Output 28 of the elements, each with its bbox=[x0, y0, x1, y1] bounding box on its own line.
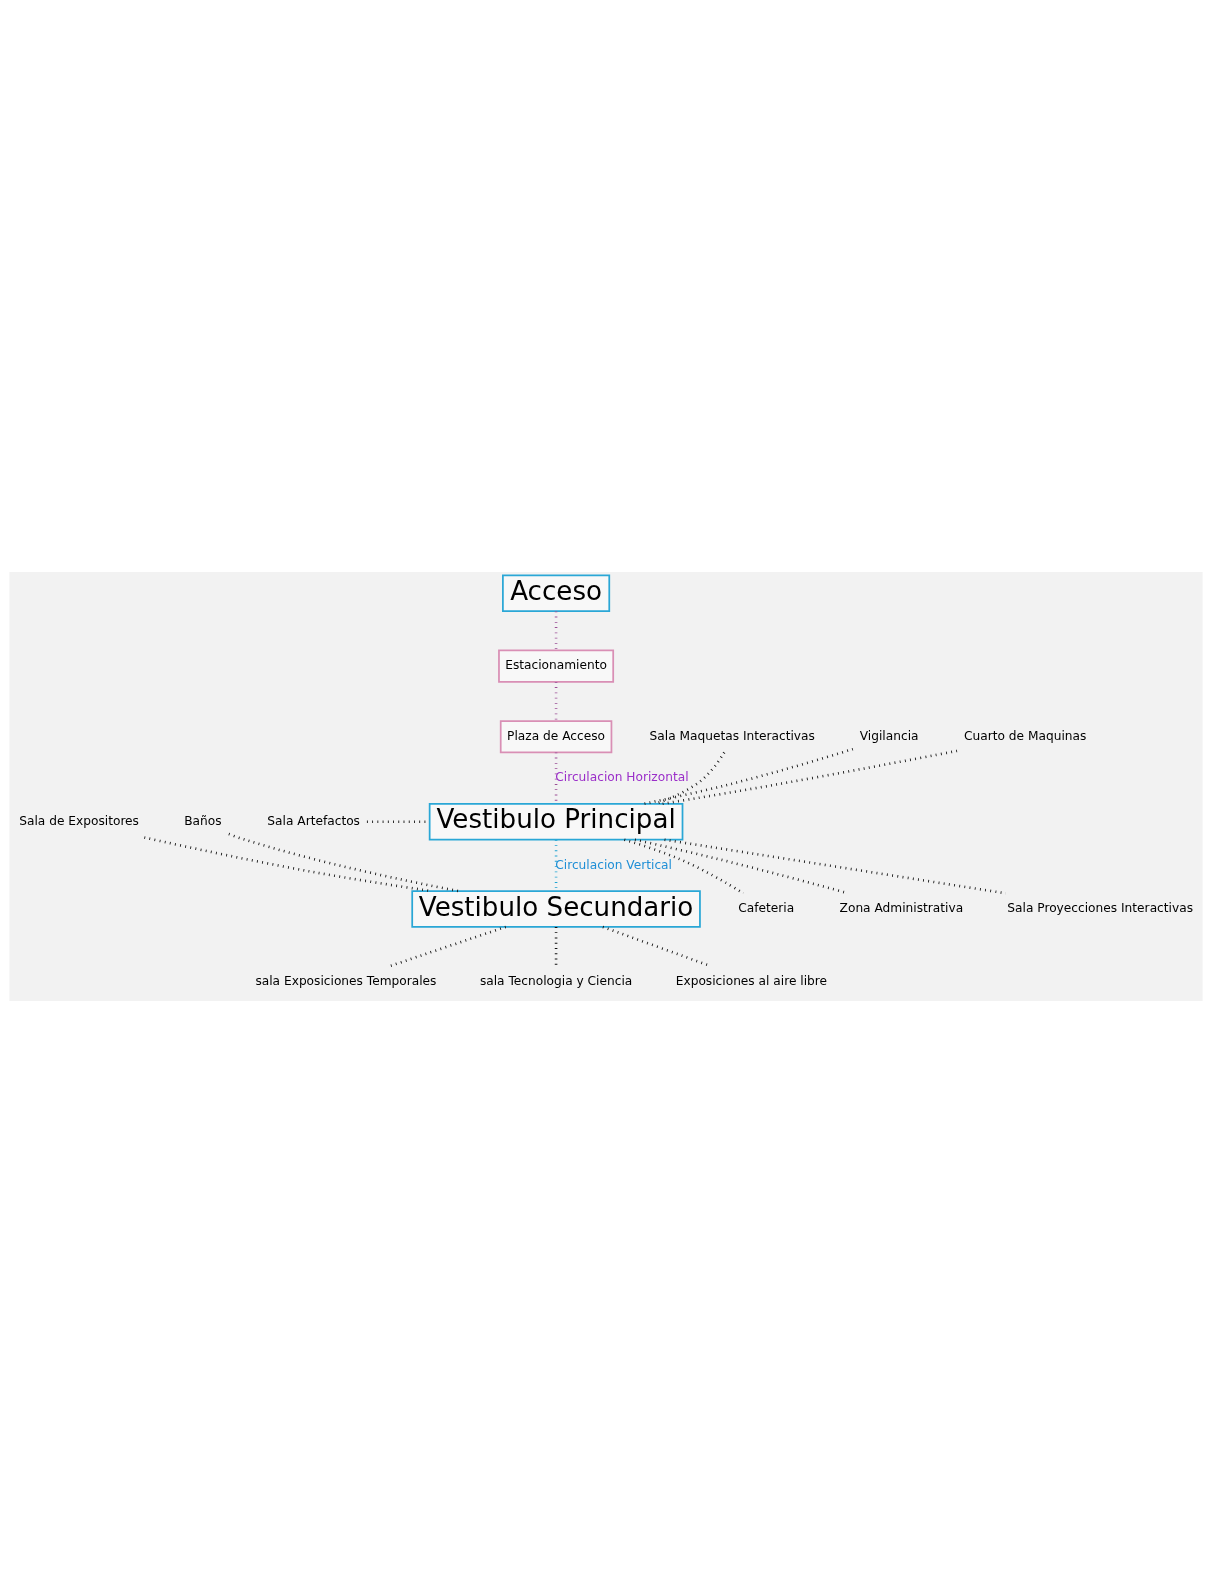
node-text: sala Exposiciones Temporales bbox=[255, 974, 437, 989]
connector bbox=[554, 682, 558, 721]
edge-label: Circulacion Vertical bbox=[555, 857, 672, 872]
node-box: Vestibulo Principal bbox=[428, 803, 684, 841]
node-box: Plaza de Acceso bbox=[499, 720, 613, 754]
node-box: Estacionamiento bbox=[498, 649, 615, 683]
node-text: Sala de Expositores bbox=[19, 814, 139, 829]
node-box: Acceso bbox=[502, 574, 611, 613]
node-text: Sala Artefactos bbox=[267, 814, 360, 829]
node-text: Vigilancia bbox=[859, 729, 919, 744]
node-text: Sala Maquetas Interactivas bbox=[649, 729, 815, 744]
node-text: Cuarto de Maquinas bbox=[964, 729, 1087, 744]
connector bbox=[643, 747, 854, 806]
connector bbox=[389, 925, 507, 968]
connector bbox=[228, 832, 459, 893]
node-text: Zona Administrativa bbox=[839, 901, 964, 916]
node-text: Sala Proyecciones Interactivas bbox=[1007, 901, 1193, 916]
node-text: Baños bbox=[184, 814, 222, 829]
connector bbox=[554, 611, 558, 651]
connector bbox=[554, 927, 558, 967]
connector bbox=[664, 838, 1006, 895]
edge-label: Circulacion Horizontal bbox=[555, 770, 689, 785]
node-box: Vestibulo Secundario bbox=[411, 890, 701, 928]
node-text: Exposiciones al aire libre bbox=[675, 974, 828, 989]
connector bbox=[554, 840, 558, 891]
connector bbox=[661, 749, 958, 806]
node-text: sala Tecnologia y Ciencia bbox=[479, 974, 633, 989]
node-text: Cafeteria bbox=[738, 901, 795, 916]
